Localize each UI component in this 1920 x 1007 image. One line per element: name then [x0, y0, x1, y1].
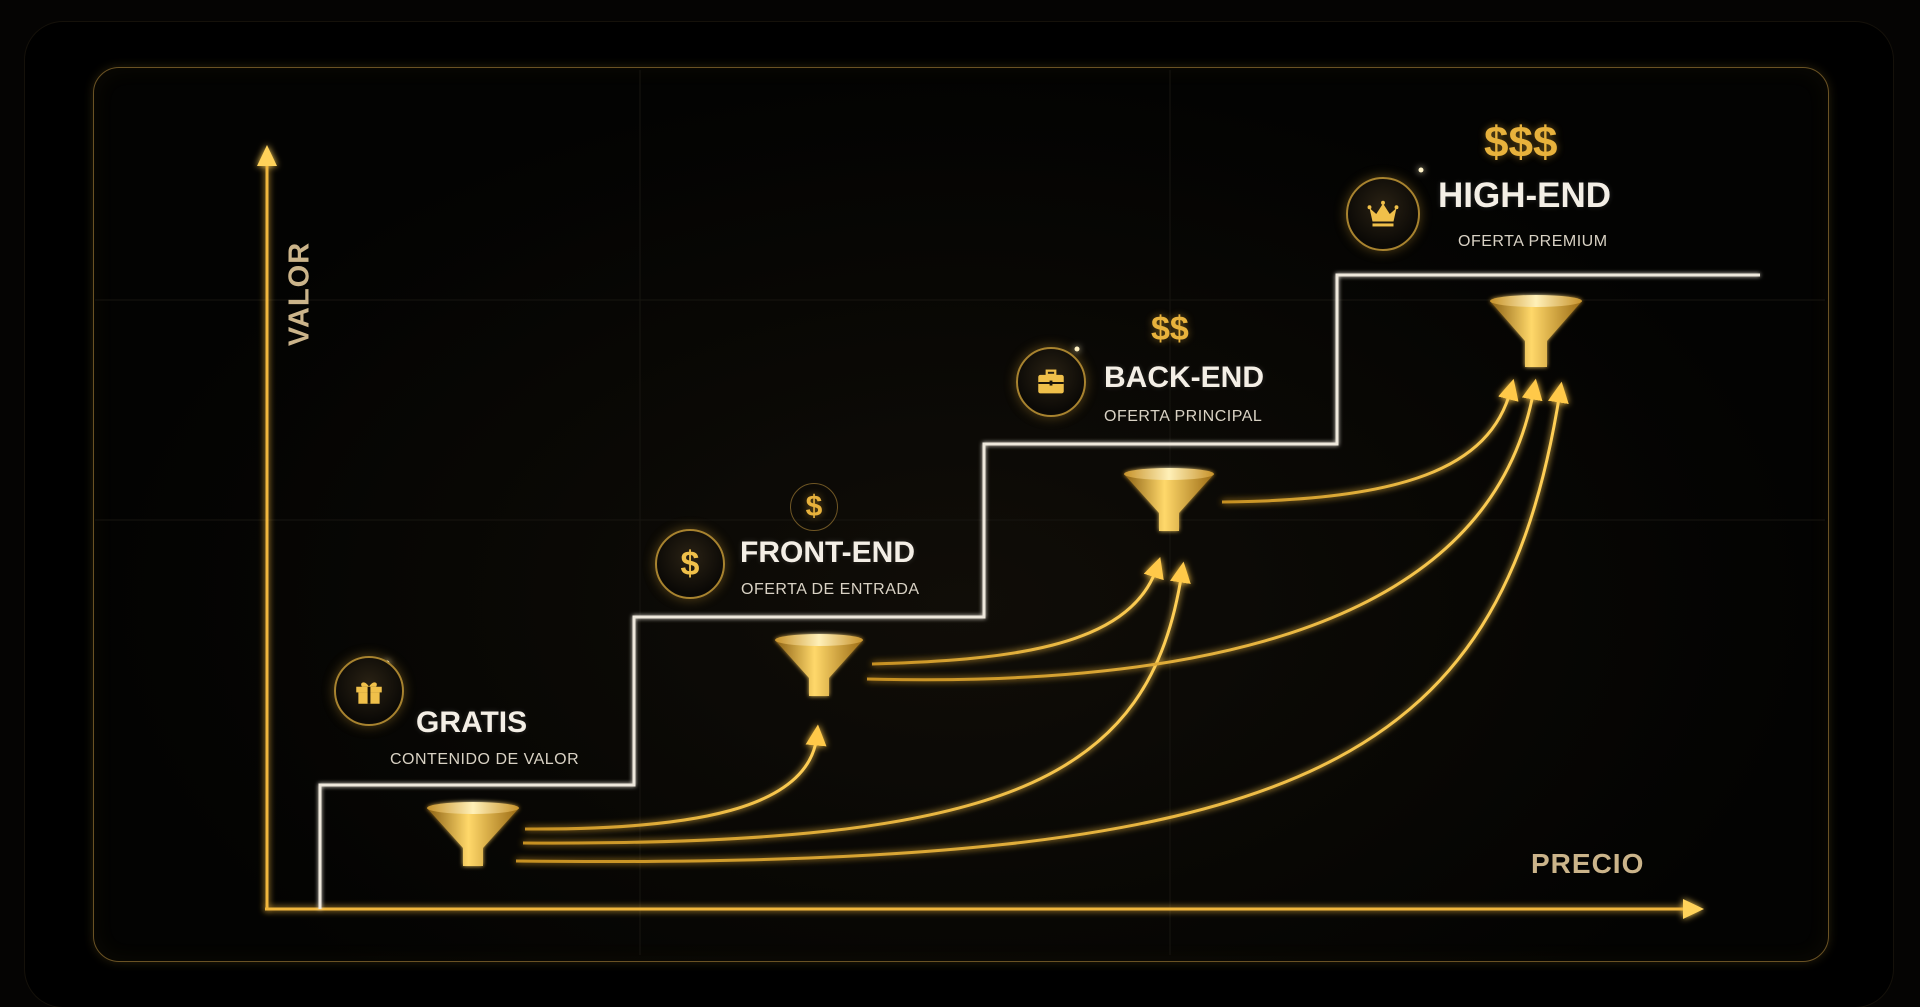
- dollar-icon: $: [655, 529, 725, 599]
- price-backend: $$: [1151, 310, 1189, 348]
- crown-icon: [1346, 177, 1420, 251]
- flow-backend-to-highend: [1221, 378, 1519, 504]
- value-staircase: [318, 273, 1760, 909]
- y-axis-label: VALOR: [283, 241, 316, 347]
- funnel-highend: [1490, 295, 1582, 367]
- x-axis: [265, 899, 1704, 919]
- flow-frontend-to-backend: [871, 557, 1164, 666]
- diagram-frame: [93, 67, 1829, 962]
- stage-title-gratis: GRATIS: [416, 706, 528, 739]
- stage-title-frontend: FRONT-END: [740, 536, 915, 569]
- price-frontend: $: [790, 483, 838, 531]
- funnel-frontend: [775, 634, 863, 696]
- price-highend: $$$: [1484, 118, 1558, 167]
- x-axis-label: PRECIO: [1531, 848, 1645, 879]
- flow-gratis-to-highend: [515, 381, 1569, 863]
- flow-frontend-to-highend: [866, 378, 1543, 682]
- stage-subtitle-frontend: OFERTA DE ENTRADA: [741, 581, 920, 598]
- gift-icon: [334, 656, 404, 726]
- briefcase-icon: [1016, 347, 1086, 417]
- stage-title-backend: BACK-END: [1104, 361, 1264, 394]
- funnel-backend: [1124, 468, 1214, 531]
- stage-subtitle-backend: OFERTA PRINCIPAL: [1104, 408, 1263, 425]
- stage-subtitle-gratis: CONTENIDO DE VALOR: [390, 751, 580, 768]
- flow-curves: [515, 378, 1569, 863]
- funnel-gratis: [427, 802, 519, 866]
- stage-subtitle-highend: OFERTA PREMIUM: [1458, 233, 1608, 250]
- flow-gratis-to-backend: [522, 561, 1191, 845]
- y-axis: [257, 145, 277, 910]
- stage-title-highend: HIGH-END: [1438, 176, 1612, 215]
- flow-gratis-to-frontend: [524, 724, 827, 831]
